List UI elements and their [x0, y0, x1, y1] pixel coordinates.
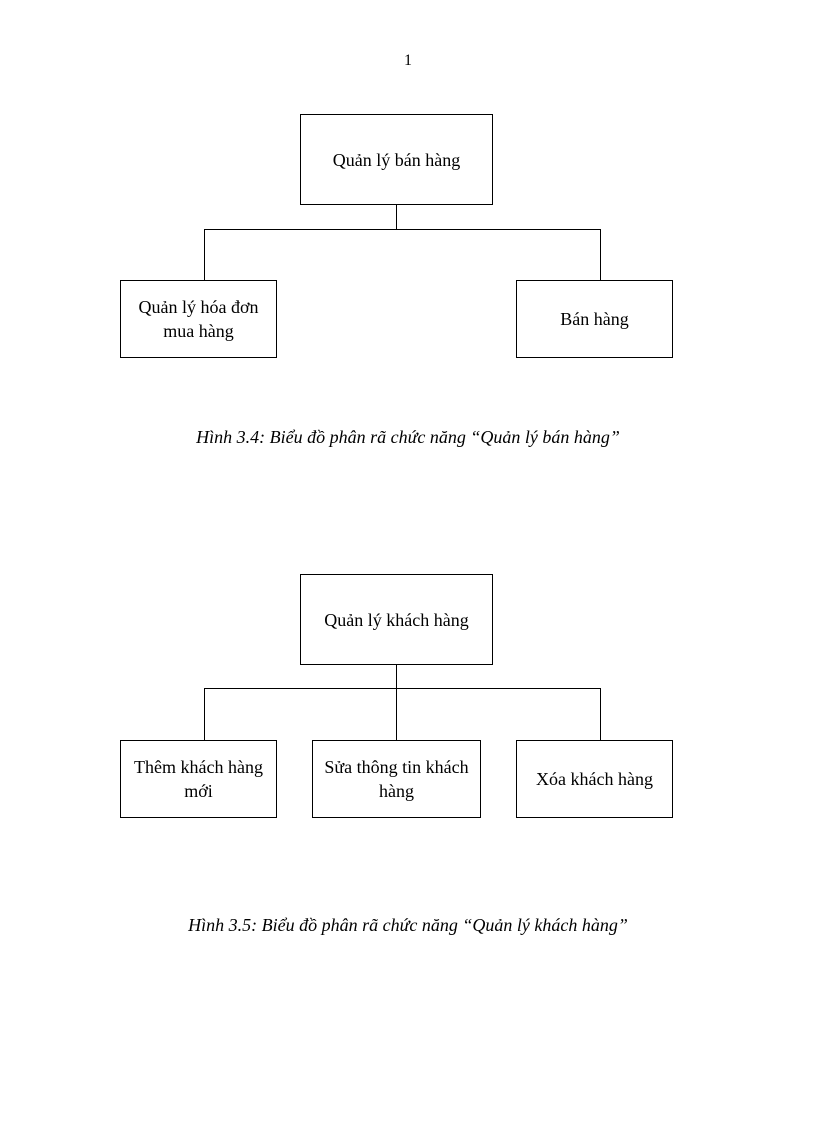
connector-left-drop: [204, 229, 205, 281]
node-delete-customer: Xóa khách hàng: [516, 740, 673, 818]
figure-caption-3-4: Hình 3.4: Biểu đồ phân rã chức năng “Quả…: [196, 427, 620, 447]
connector-root-stem: [396, 205, 397, 230]
connector-root-stem: [396, 665, 397, 689]
page-number: 1: [404, 52, 412, 69]
node-add-customer: Thêm khách hàng mới: [120, 740, 277, 818]
connector-horizontal: [204, 229, 601, 230]
connector-right-drop: [600, 229, 601, 281]
figure-caption-3-5: Hình 3.5: Biểu đồ phân rã chức năng “Quả…: [188, 915, 628, 935]
node-selling: Bán hàng: [516, 280, 673, 358]
node-purchase-invoice: Quản lý hóa đơn mua hàng: [120, 280, 277, 358]
connector-left-drop: [204, 688, 205, 740]
node-root-customer: Quản lý khách hàng: [300, 574, 493, 665]
node-edit-customer: Sửa thông tin khách hàng: [312, 740, 481, 818]
connector-middle-drop: [396, 688, 397, 740]
connector-horizontal: [204, 688, 601, 689]
connector-right-drop: [600, 688, 601, 740]
node-root-sales: Quản lý bán hàng: [300, 114, 493, 205]
